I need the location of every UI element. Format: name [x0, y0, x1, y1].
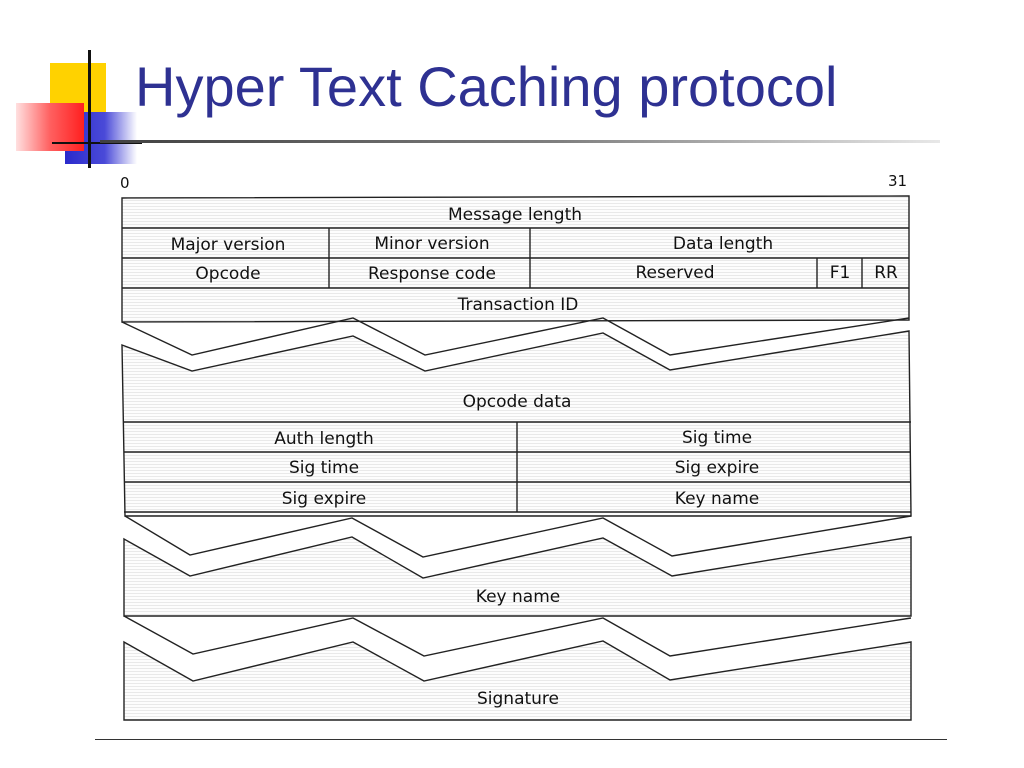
field-key-name-right: Key name: [675, 489, 759, 509]
field-opcode-data: Opcode data: [463, 392, 572, 412]
field-auth-length: Auth length: [274, 429, 373, 449]
break-zigzag: [124, 515, 912, 558]
signature-block: [123, 640, 912, 721]
footer-rule: [95, 739, 947, 740]
key-name-block: [123, 536, 912, 617]
slide-title: Hyper Text Caching protocol: [135, 55, 838, 118]
field-sig-time-right: Sig time: [682, 428, 752, 448]
field-opcode: Opcode: [195, 264, 260, 284]
field-sig-expire-left: Sig expire: [282, 489, 367, 509]
field-sig-expire-right: Sig expire: [675, 458, 760, 478]
field-sig-time-left: Sig time: [289, 458, 359, 478]
field-data-length: Data length: [673, 234, 773, 254]
field-major-version: Major version: [171, 235, 286, 255]
decor-vertical-line: [88, 50, 91, 168]
field-key-name: Key name: [476, 587, 560, 607]
title-underline: [100, 140, 940, 143]
decor-horizontal-line: [52, 142, 142, 144]
field-f1: F1: [830, 263, 851, 283]
field-response-code: Response code: [368, 264, 496, 284]
bit-end-label: 31: [888, 172, 908, 190]
field-message-length: Message length: [448, 205, 582, 225]
field-transaction-id: Transaction ID: [457, 295, 579, 315]
field-minor-version: Minor version: [374, 234, 489, 254]
break-zigzag: [123, 615, 912, 657]
field-signature: Signature: [477, 689, 559, 709]
break-zigzag: [121, 317, 910, 356]
bit-start-label: 0: [120, 174, 130, 192]
field-reserved: Reserved: [635, 263, 714, 283]
field-rr: RR: [874, 263, 898, 283]
